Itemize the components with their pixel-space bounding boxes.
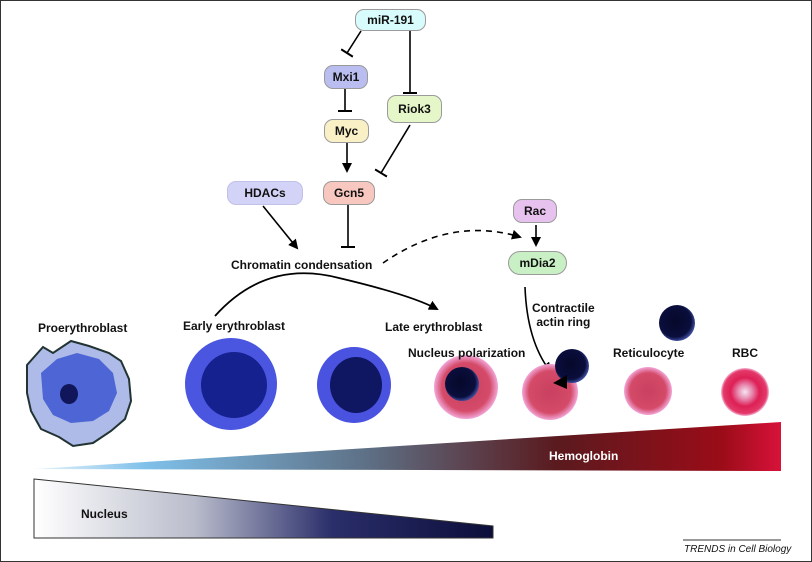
early-erythroblast-cell [185,338,277,430]
label-chromatin-condensation: Chromatin condensation [231,258,373,272]
reticulocyte-cell [624,367,672,415]
label-late-erythroblast: Late erythroblast [385,320,483,334]
late-erythroblast-cell [317,347,391,423]
extruded-nucleus [659,305,695,341]
label-nucleus: Nucleus [81,507,128,521]
edge-early-to-late [214,272,439,317]
hemoglobin-wedge [34,422,781,471]
edge-chromatin-mdia2-dashed [382,229,522,264]
node-mxi1: Mxi1 [324,65,368,89]
rbc-cell [721,368,769,416]
edge-riok3-gcn5 [374,124,411,178]
label-proerythroblast: Proerythroblast [38,321,128,335]
node-mdia2: mDia2 [508,251,567,275]
node-riok3: Riok3 [387,95,442,123]
label-rbc: RBC [732,346,758,360]
label-contractile-line2: actin ring [536,315,591,329]
label-reticulocyte: Reticulocyte [613,346,685,360]
node-mir191: miR-191 [355,9,426,31]
credit-trends-cell-biology: TRENDS in Cell Biology [684,544,792,555]
edge-hdacs-chromatin [262,205,299,250]
edge-mdia2-actinring [524,286,552,373]
node-gcn5: Gcn5 [323,181,375,205]
edge-mir191-mxi1 [340,30,362,58]
node-hdacs: HDACs [227,181,303,205]
polarization-cell-2 [522,349,589,420]
nucleus-wedge [33,478,494,539]
label-contractile-actin-ring: Contractile actin ring [532,301,595,329]
label-nucleus-polarization: Nucleus polarization [408,346,526,360]
node-rac: Rac [513,199,557,223]
label-hemoglobin: Hemoglobin [549,449,619,463]
proerythroblast-cell [26,339,133,448]
node-myc: Myc [324,119,369,143]
label-early-erythroblast: Early erythroblast [183,319,286,333]
label-contractile-line1: Contractile [532,301,595,315]
polarization-cell-1 [434,355,498,419]
